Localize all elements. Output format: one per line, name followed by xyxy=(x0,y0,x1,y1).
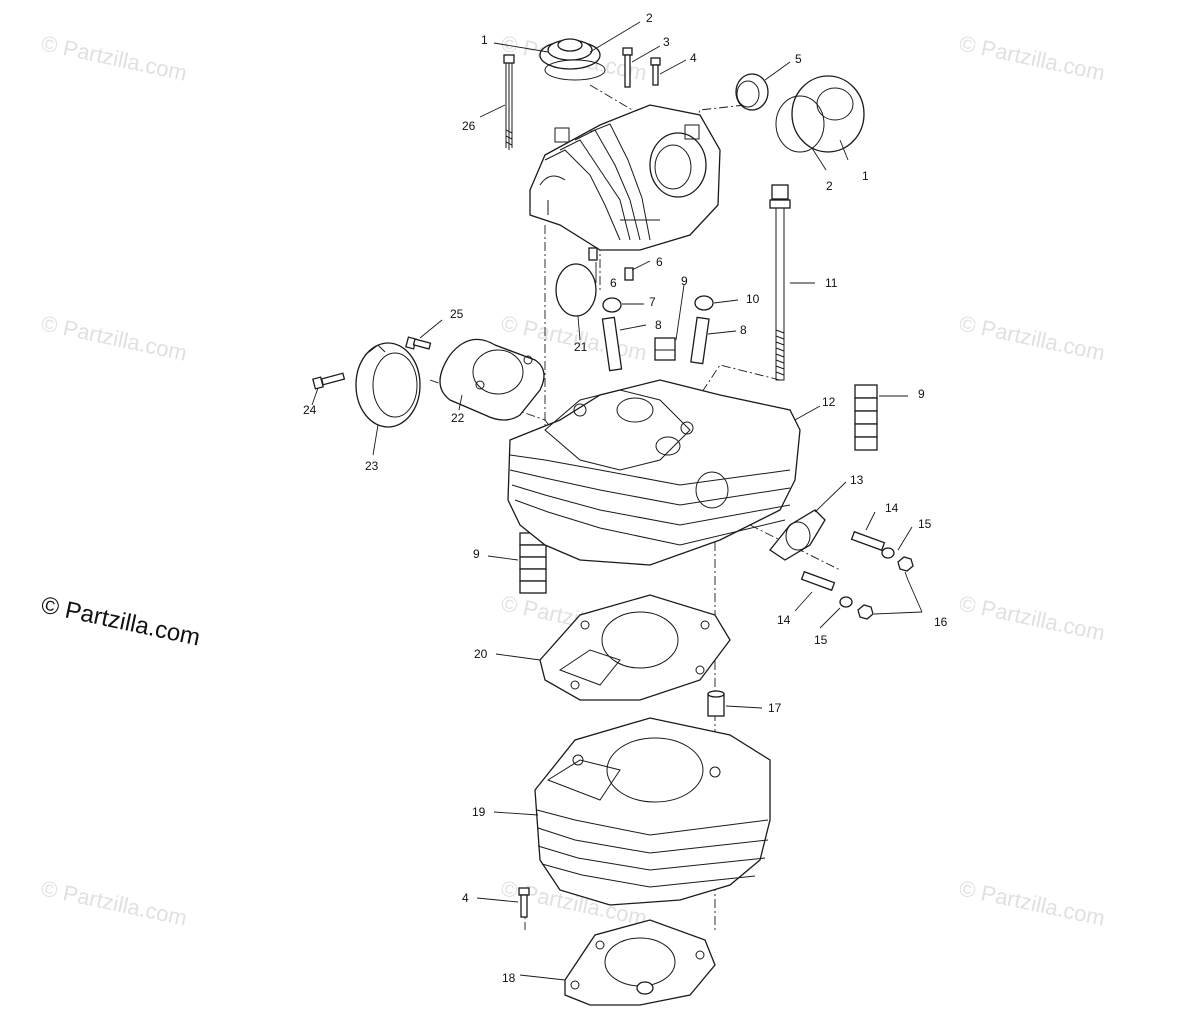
callout-20: 20 xyxy=(474,647,488,661)
callout-6: 6 xyxy=(656,255,663,269)
callout-19: 19 xyxy=(472,805,486,819)
part-15-washer xyxy=(839,547,895,608)
callout-8: 8 xyxy=(740,323,747,337)
callout-14: 14 xyxy=(777,613,791,627)
part-8-guide xyxy=(601,316,710,372)
callout-17: 17 xyxy=(768,701,782,715)
callout-25: 25 xyxy=(450,307,464,321)
callout-7: 7 xyxy=(649,295,656,309)
callout-9: 9 xyxy=(918,387,925,401)
callout-11: 11 xyxy=(825,276,838,290)
watermark: © Partzilla.com xyxy=(957,590,1107,645)
callout-9: 9 xyxy=(473,547,480,561)
part-21-plug xyxy=(555,263,597,317)
part-14-stud-upper xyxy=(850,530,886,552)
valve-cover xyxy=(529,104,721,251)
callout-21: 21 xyxy=(574,340,588,354)
callout-24: 24 xyxy=(303,403,317,417)
watermark: © Partzilla.com xyxy=(39,30,189,85)
watermark: © Partzilla.com xyxy=(957,875,1107,930)
part-13-gasket xyxy=(769,509,826,561)
callout-1: 1 xyxy=(862,169,869,183)
watermark: © Partzilla.com xyxy=(957,30,1107,85)
callout-12: 12 xyxy=(822,395,836,409)
part-12-cylinder-head xyxy=(507,379,801,566)
callout-22: 22 xyxy=(451,411,465,425)
callout-16: 16 xyxy=(934,615,948,629)
callout-8: 8 xyxy=(655,318,662,332)
part-17-dowel xyxy=(707,690,725,717)
part-1-side-cap xyxy=(775,75,865,153)
callout-14: 14 xyxy=(885,501,899,515)
part-7-seal xyxy=(602,297,622,313)
watermark: © Partzilla.com xyxy=(39,875,189,930)
callout-26: 26 xyxy=(462,119,476,133)
callout-4: 4 xyxy=(690,51,697,65)
part-19-cylinder xyxy=(534,717,771,906)
callout-4: 4 xyxy=(462,891,469,905)
part-16-nut xyxy=(857,556,914,620)
callout-10: 10 xyxy=(746,292,760,306)
callout-5: 5 xyxy=(795,52,802,66)
part-1-cap-top xyxy=(539,38,606,81)
part-20-head-gasket xyxy=(539,594,731,701)
part-24-bolt xyxy=(312,372,346,390)
callouts: 1 2 3 4 5 1 2 26 6 6 11 7 9 10 8 8 21 25… xyxy=(303,11,948,985)
part-9-shim-top xyxy=(654,337,676,361)
callout-23: 23 xyxy=(365,459,379,473)
part-5-plug xyxy=(735,73,769,111)
watermark: © Partzilla.com xyxy=(957,310,1107,365)
part-11-long-bolt xyxy=(769,184,791,381)
callout-18: 18 xyxy=(502,971,516,985)
part-10-seal xyxy=(694,295,714,311)
callout-2: 2 xyxy=(646,11,653,25)
callout-9: 9 xyxy=(681,274,688,288)
watermark: © Partzilla.com xyxy=(39,310,189,365)
part-23-clamp xyxy=(355,342,421,428)
part-18-base-gasket xyxy=(564,919,716,1006)
part-14-stud-lower xyxy=(800,570,836,592)
callout-15: 15 xyxy=(918,517,932,531)
part-22-intake-boot xyxy=(439,338,545,421)
part-6-dowel xyxy=(588,247,634,281)
callout-3: 3 xyxy=(663,35,670,49)
callout-6: 6 xyxy=(610,276,617,290)
part-9-shim-stack-right xyxy=(854,384,878,451)
part-4-bolt-top xyxy=(650,57,661,86)
leader-lines xyxy=(311,21,923,981)
main-watermark: © Partzilla.com xyxy=(39,591,203,651)
part-25-bolt xyxy=(405,336,432,350)
part-26-long-bolt xyxy=(503,54,515,150)
callout-1: 1 xyxy=(481,33,488,47)
callout-13: 13 xyxy=(850,473,864,487)
callout-15: 15 xyxy=(814,633,828,647)
part-4-bolt-bottom xyxy=(518,887,530,918)
part-3-bolt xyxy=(622,47,633,88)
callout-2: 2 xyxy=(826,179,833,193)
